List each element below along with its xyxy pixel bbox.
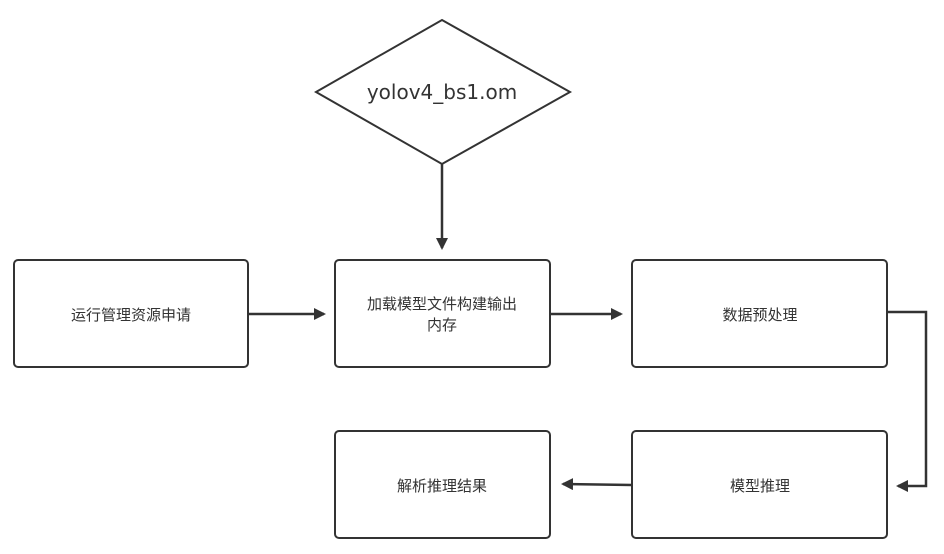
load-model-label-line2: 内存: [427, 316, 457, 334]
model-file-label: yolov4_bs1.om: [367, 80, 517, 104]
parse-results-label: 解析推理结果: [397, 477, 487, 495]
parse-results-box: 解析推理结果: [334, 430, 551, 539]
load-model-label-line1: 加载模型文件构建输出: [367, 295, 517, 313]
resource-request-box: 运行管理资源申请: [13, 259, 249, 368]
model-file-diamond: yolov4_bs1.om: [313, 18, 573, 166]
inference-label: 模型推理: [730, 477, 790, 495]
inference-box: 模型推理: [631, 430, 888, 539]
preprocess-box: 数据预处理: [631, 259, 888, 368]
load-model-box: 加载模型文件构建输出 内存: [334, 259, 551, 368]
resource-request-label: 运行管理资源申请: [71, 306, 191, 324]
edge-preprocess-to-inference: [887, 310, 928, 492]
edge-inference-to-parse-results: [561, 478, 633, 491]
preprocess-label: 数据预处理: [722, 306, 797, 324]
